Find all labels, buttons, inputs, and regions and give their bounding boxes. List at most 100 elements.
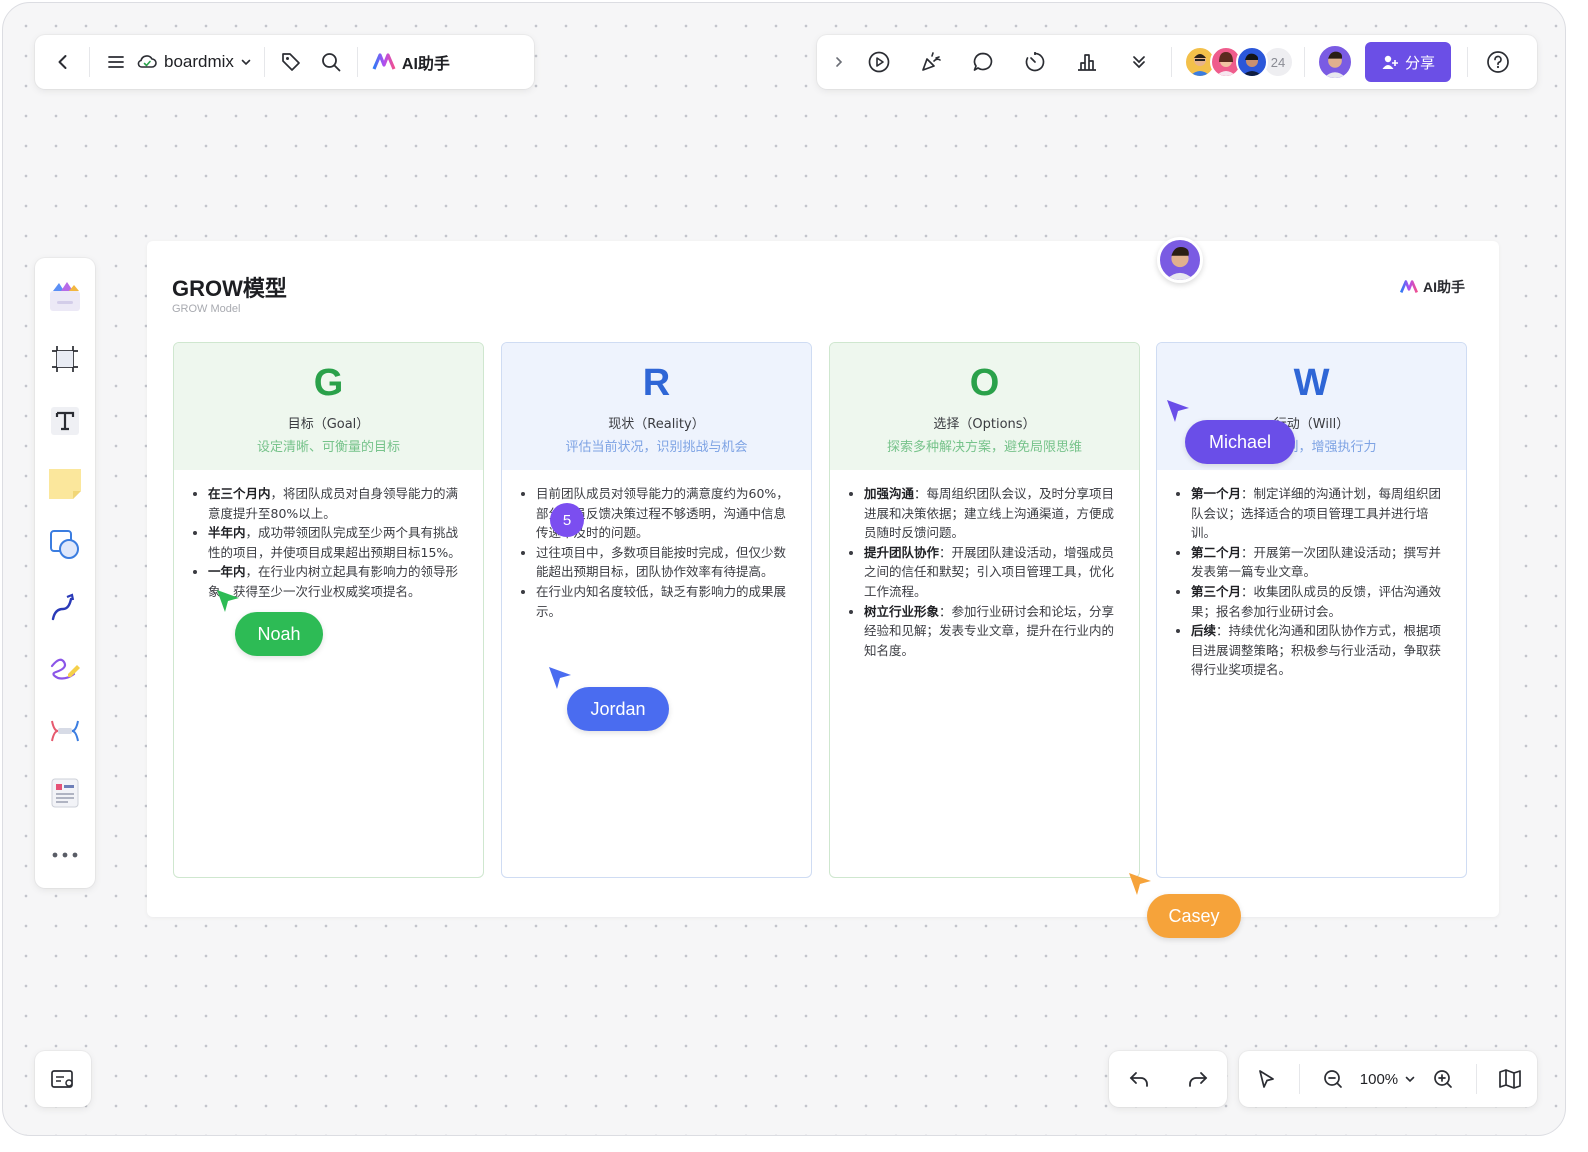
search-icon[interactable]: [311, 42, 351, 82]
minimap-icon[interactable]: [43, 1059, 83, 1099]
card-header: W 行动（Will） 制定计划，增强执行力: [1157, 343, 1466, 470]
list-item: 一年内，在行业内树立起具有影响力的领导形象，获得至少一次行业权威奖项提名。: [208, 562, 465, 601]
card-letter: O: [969, 362, 1000, 404]
ai-assistant-button[interactable]: AI助手: [364, 50, 450, 74]
shape-icon[interactable]: [35, 514, 95, 576]
board-ai-badge[interactable]: AI助手: [1399, 277, 1465, 297]
card-name: 选择（Options）: [933, 417, 1036, 432]
text-icon[interactable]: [35, 390, 95, 452]
cursor-arrow-icon: [1167, 400, 1189, 422]
divider: [356, 47, 358, 77]
ai-assistant-label: AI助手: [401, 56, 450, 73]
divider: [1171, 47, 1172, 77]
card-name: 现状（Reality）: [608, 417, 705, 432]
cursor-arrow-icon: [217, 590, 239, 612]
table-icon[interactable]: [35, 762, 95, 824]
card-header: G 目标（Goal） 设定清晰、可衡量的目标: [174, 343, 483, 470]
current-user-avatar[interactable]: [1317, 44, 1353, 80]
vote-icon[interactable]: [1061, 42, 1113, 82]
zoom-toolbar: 100%: [1239, 1051, 1537, 1107]
canvas-frame[interactable]: boardmix AI助手: [2, 2, 1566, 1136]
divider: [1299, 1064, 1301, 1094]
top-right-toolbar: 24 分享: [817, 35, 1537, 89]
cloud-sync-icon: [137, 55, 157, 68]
comment-icon[interactable]: [957, 42, 1009, 82]
list-item: 过往项目中，多数项目能按时完成，但仅少数能超出预期目标，团队协作效率有待提高。: [536, 543, 793, 582]
frame-icon[interactable]: [35, 328, 95, 390]
share-label: 分享: [1405, 54, 1436, 72]
list-item: 后续：持续优化沟通和团队协作方式，根据项目进展调整策略；积极参与行业活动，争取获…: [1191, 621, 1448, 680]
share-button[interactable]: 分享: [1365, 42, 1452, 82]
list-item: 在行业内知名度较低，缺乏有影响力的成果展示。: [536, 582, 793, 621]
card-desc: 评估当前状况，识别挑战与机会: [565, 440, 748, 455]
presentation-play-icon[interactable]: [853, 42, 905, 82]
card-list: 第一个月：制定详细的沟通计划，每周组织团队会议；选择适合的项目管理工具并进行培训…: [1157, 470, 1466, 680]
left-toolbar: [35, 258, 95, 888]
divider: [1304, 47, 1305, 77]
divider: [1467, 47, 1469, 77]
ai-logo-icon: [1400, 280, 1418, 293]
avatar: [1236, 46, 1268, 78]
card-options[interactable]: O 选择（Options） 探索多种解决方案，避免局限思维 加强沟通：每周组织团…: [829, 342, 1140, 878]
list-item: 加强沟通：每周组织团队会议，及时分享项目进展和决策依据；建立线上沟通渠道，方便成…: [864, 484, 1121, 543]
chevron-double-down-icon[interactable]: [1113, 42, 1165, 82]
list-item: 在三个月内，将团队成员对自身领导能力的满意度提升至80%以上。: [208, 484, 465, 523]
list-item: 第一个月：制定详细的沟通计划，每周组织团队会议；选择适合的项目管理工具并进行培训…: [1191, 484, 1448, 543]
ai-logo-icon: [372, 53, 396, 70]
more-icon[interactable]: [35, 824, 95, 886]
notification-bubble[interactable]: 5: [550, 503, 584, 537]
chevron-down-icon: [241, 59, 251, 66]
zoom-out-icon[interactable]: [1313, 1059, 1353, 1099]
connector-icon[interactable]: [35, 576, 95, 638]
sticky-note-icon[interactable]: [35, 452, 95, 514]
zoom-level-dropdown[interactable]: 100%: [1360, 1071, 1416, 1088]
timer-icon[interactable]: [1009, 42, 1061, 82]
select-pointer-icon[interactable]: [1246, 1059, 1286, 1099]
add-user-icon: [1382, 55, 1398, 69]
cursor-arrow-icon: [1129, 873, 1151, 895]
collaborators-list[interactable]: 24: [1184, 46, 1294, 78]
zoom-level: 100%: [1359, 1070, 1399, 1088]
chevron-right-icon[interactable]: [825, 42, 853, 82]
celebrate-icon[interactable]: [905, 42, 957, 82]
cursor-label-jordan: Jordan: [567, 687, 669, 731]
tag-icon[interactable]: [271, 42, 311, 82]
file-name: boardmix: [164, 52, 234, 71]
list-item: 树立行业形象：参加行业研讨会和论坛，分享经验和见解；发表专业文章，提升在行业内的…: [864, 602, 1121, 661]
card-name: 目标（Goal）: [287, 417, 370, 432]
book-map-icon[interactable]: [1490, 1059, 1530, 1099]
card-header: R 现状（Reality） 评估当前状况，识别挑战与机会: [502, 343, 811, 470]
card-letter: R: [642, 362, 671, 404]
mindmap-icon[interactable]: [35, 700, 95, 762]
board-user-avatar[interactable]: [1157, 237, 1203, 283]
list-item: 第三个月：收集团队成员的反馈，评估沟通效果；报名参加行业研讨会。: [1191, 582, 1448, 621]
file-name-dropdown[interactable]: boardmix: [136, 52, 252, 72]
card-letter: W: [1293, 362, 1330, 404]
cursor-label-michael: Michael: [1185, 420, 1295, 464]
undo-icon[interactable]: [1119, 1059, 1159, 1099]
cursor-arrow-icon: [549, 667, 571, 689]
card-reality[interactable]: R 现状（Reality） 评估当前状况，识别挑战与机会 目前团队成员对领导能力…: [501, 342, 812, 878]
grow-model-board[interactable]: GROW模型 GROW Model AI助手 G 目标（Goal） 设定清晰、可…: [147, 237, 1499, 917]
top-left-toolbar: boardmix AI助手: [35, 35, 534, 89]
card-name: 行动（Will）: [1273, 417, 1350, 432]
card-list: 在三个月内，将团队成员对自身领导能力的满意度提升至80%以上。 半年内，成功带领…: [174, 470, 483, 602]
card-list: 目前团队成员对领导能力的满意度约为60%，部分成员反馈决策过程不够透明，沟通中信…: [502, 470, 811, 621]
zoom-in-icon[interactable]: [1423, 1059, 1463, 1099]
redo-icon[interactable]: [1178, 1059, 1218, 1099]
cursor-label-casey: Casey: [1147, 894, 1241, 938]
list-item: 第二个月：开展第一次团队建设活动；撰写并发表第一篇专业文章。: [1191, 543, 1448, 582]
list-item: 半年内，成功带领团队完成至少两个具有挑战性的项目，并使项目成果超出预期目标15%…: [208, 523, 465, 562]
card-header: O 选择（Options） 探索多种解决方案，避免局限思维: [830, 343, 1139, 470]
pen-icon[interactable]: [35, 638, 95, 700]
chevron-down-icon: [1405, 1076, 1415, 1083]
divider: [263, 47, 265, 77]
divider: [1475, 1064, 1477, 1094]
card-desc: 探索多种解决方案，避免局限思维: [886, 440, 1082, 455]
card-letter: G: [313, 362, 344, 404]
template-icon[interactable]: [35, 266, 95, 328]
chevron-left-icon[interactable]: [43, 42, 83, 82]
help-icon[interactable]: [1478, 42, 1518, 82]
hamburger-icon[interactable]: [96, 42, 136, 82]
cursor-label-noah: Noah: [235, 612, 323, 656]
